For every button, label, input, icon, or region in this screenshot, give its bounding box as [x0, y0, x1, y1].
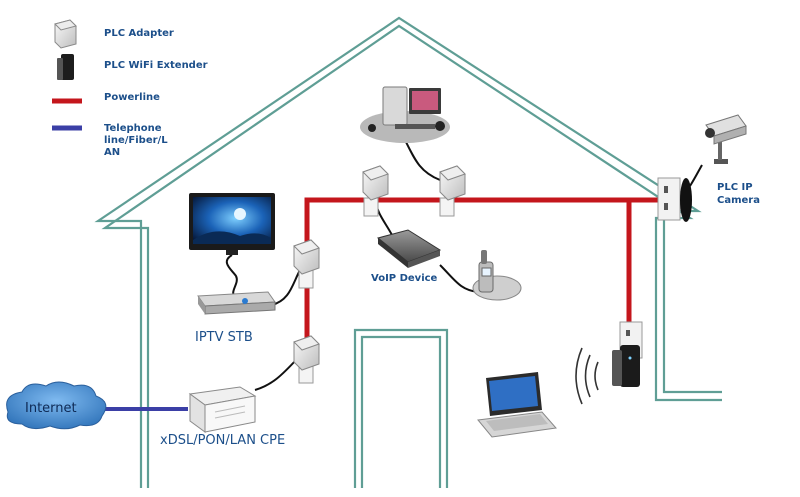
cpe-modem	[188, 386, 257, 433]
legend-label-powerline: Powerline	[104, 92, 160, 103]
label-plc-ip-camera: PLC IP Camera	[717, 182, 760, 206]
plc-ip-camera-device	[705, 114, 747, 164]
legend-swatches	[52, 19, 82, 131]
desktop-pc	[360, 86, 450, 143]
label-internet: Internet	[25, 401, 77, 416]
voip-device	[376, 229, 442, 268]
label-iptv-stb: IPTV STB	[195, 330, 253, 345]
laptop	[477, 372, 557, 438]
cordless-phone	[472, 250, 522, 301]
wall-outlet-camera	[657, 177, 692, 222]
plc-adapter-cpe	[293, 335, 320, 384]
wifi-waves-icon	[575, 347, 599, 405]
house-outline	[94, 16, 722, 488]
internet-cloud	[6, 381, 107, 430]
plc-adapter-top-left	[362, 165, 389, 217]
label-xdsl-cpe: xDSL/PON/LAN CPE	[160, 433, 286, 448]
legend-label-plc-wifi-extender: PLC WiFi Extender	[104, 60, 208, 71]
iptv-stb-device	[197, 291, 276, 315]
powerline-wiring	[304, 197, 670, 365]
television	[189, 193, 275, 255]
plc-adapter-legend-icon	[54, 19, 77, 49]
wifi-extender-device	[612, 321, 643, 387]
plc-adapter-top-right	[439, 165, 466, 217]
label-voip-device: VoIP Device	[371, 273, 438, 284]
legend-label-telephone-line: Telephone line/Fiber/L AN	[104, 123, 168, 158]
legend-label-plc-adapter: PLC Adapter	[104, 28, 174, 39]
plc-wifi-extender-legend-icon	[57, 54, 74, 80]
plc-adapter-stb	[293, 239, 320, 289]
